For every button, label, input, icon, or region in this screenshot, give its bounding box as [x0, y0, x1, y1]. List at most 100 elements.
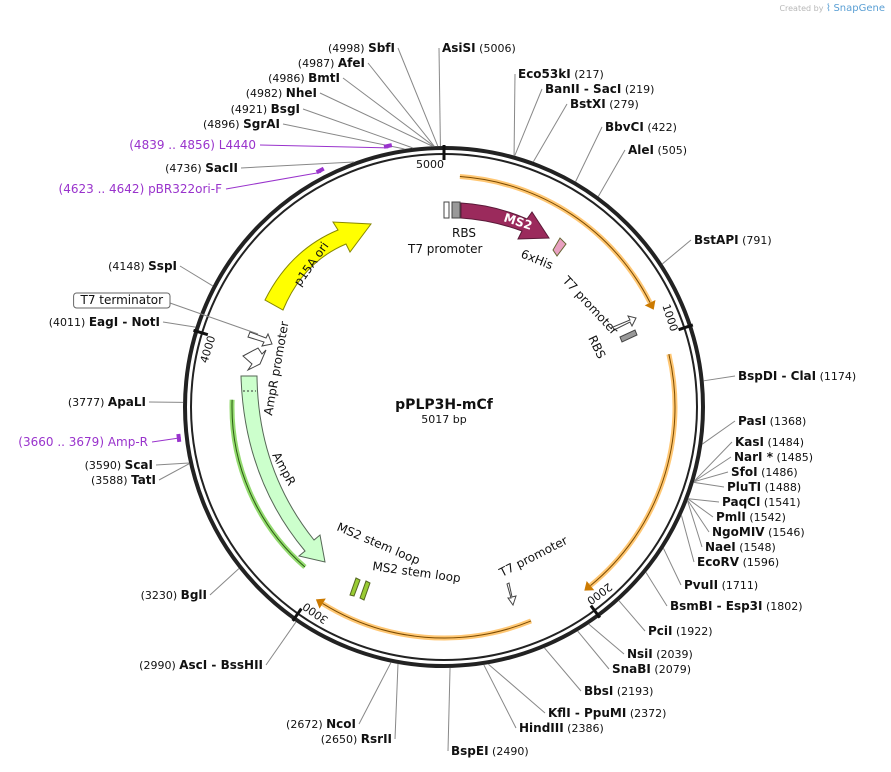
site-label[interactable]: Eco53kI (217)	[518, 67, 604, 81]
site-paqci[interactable]: PaqCI (1541)	[688, 495, 801, 509]
site-label[interactable]: (4998) SbfI	[328, 41, 395, 55]
site-sbfi[interactable]: (4998) SbfI	[328, 41, 439, 147]
site-label[interactable]: BspEI (2490)	[451, 744, 529, 758]
primer-label[interactable]: (4623 .. 4642) pBR322ori-F	[59, 182, 223, 196]
restriction-sites[interactable]: (4998) SbfI(4987) AfeI(4986) BmtI(4982) …	[49, 41, 856, 758]
site-banii-saci[interactable]: BanII - SacI (219)	[514, 82, 655, 156]
ms2-stem-loop-2-marker[interactable]	[359, 580, 371, 601]
site-label[interactable]: SfoI (1486)	[731, 465, 798, 479]
site-label[interactable]: NaeI (1548)	[705, 540, 776, 554]
site-label[interactable]: BspDI - ClaI (1174)	[738, 369, 856, 383]
site-eagi-noti[interactable]: (4011) EagI - NotI	[49, 315, 196, 329]
site-label[interactable]: (4148) SspI	[108, 259, 177, 273]
site-bsgi[interactable]: (4921) BsgI	[231, 102, 413, 149]
site-label[interactable]: (2990) AscI - BssHII	[139, 658, 263, 672]
site-label[interactable]: PciI (1922)	[648, 624, 713, 638]
site-label[interactable]: NgoMIV (1546)	[712, 525, 805, 539]
site-label[interactable]: BstXI (279)	[570, 97, 639, 111]
primer-marker-icon[interactable]	[176, 433, 182, 443]
site-bbvci[interactable]: BbvCI (422)	[575, 120, 677, 182]
site-label[interactable]: BsmBI - Esp3I (1802)	[670, 599, 803, 613]
site-pcii[interactable]: PciI (1922)	[618, 600, 713, 638]
primer-marker-icon[interactable]	[383, 143, 393, 149]
site-bstxi[interactable]: BstXI (279)	[532, 97, 639, 163]
site-label[interactable]: (3590) ScaI	[85, 458, 153, 472]
t7-promoter-1-marker[interactable]	[451, 201, 461, 219]
site-label[interactable]: BbvCI (422)	[605, 120, 677, 134]
t7-promoter-3-marker[interactable]	[506, 582, 517, 607]
site-label[interactable]: AleI (505)	[628, 143, 687, 157]
site-sacii[interactable]: (4736) SacII	[165, 161, 355, 175]
ampr-promoter-arrow[interactable]	[242, 347, 267, 372]
site-eco53ki[interactable]: Eco53kI (217)	[513, 67, 604, 156]
site-pmli[interactable]: PmlI (1542)	[687, 498, 786, 524]
site-label[interactable]: (4896) SgrAI	[203, 117, 280, 131]
site-label[interactable]: NsiI (2039)	[627, 647, 693, 661]
t7-terminator-marker[interactable]	[247, 331, 273, 347]
site-sfoi[interactable]: SfoI (1486)	[693, 465, 798, 483]
site-label[interactable]: (3588) TatI	[91, 473, 156, 487]
site-asci-bsshii[interactable]: (2990) AscI - BssHII	[139, 621, 297, 672]
site-label[interactable]: KasI (1484)	[735, 435, 804, 449]
site-asisi[interactable]: AsiSI (5006)	[438, 41, 516, 147]
feature-callouts[interactable]: T7 terminator	[73, 292, 259, 335]
site-label[interactable]: (3777) ApaLI	[68, 395, 146, 409]
feature-arrows[interactable]: MS2 p15A ori	[240, 201, 638, 607]
ampr-feature-arrow[interactable]	[240, 375, 326, 563]
p15a-ori-arrow[interactable]	[264, 221, 372, 311]
site-label[interactable]: (4986) BmtI	[268, 71, 340, 85]
site-bspdi-clai[interactable]: BspDI - ClaI (1174)	[703, 369, 857, 383]
site-label[interactable]: (4921) BsgI	[231, 102, 300, 116]
site-ncoi[interactable]: (2672) NcoI	[286, 662, 392, 731]
primer-pbr322ori-f[interactable]: (4623 .. 4642) pBR322ori-F	[59, 166, 325, 196]
site-tati[interactable]: (3588) TatI	[91, 463, 190, 487]
site-kasi[interactable]: KasI (1484)	[693, 435, 804, 482]
site-hindiii[interactable]: HindIII (2386)	[483, 664, 604, 735]
site-label[interactable]: HindIII (2386)	[519, 721, 604, 735]
site-sspi[interactable]: (4148) SspI	[108, 259, 214, 287]
site-label[interactable]: BbsI (2193)	[584, 684, 653, 698]
site-label[interactable]: PmlI (1542)	[716, 510, 786, 524]
site-pvuii[interactable]: PvuII (1711)	[662, 548, 758, 592]
site-bstapi[interactable]: BstAPI (791)	[661, 233, 772, 265]
site-nsii[interactable]: NsiI (2039)	[588, 623, 693, 661]
t7-promoter-2-marker[interactable]	[612, 315, 637, 331]
callout-box[interactable]	[73, 292, 171, 309]
primer-label[interactable]: (4839 .. 4856) L4440	[129, 138, 256, 152]
site-bbsi[interactable]: BbsI (2193)	[544, 647, 653, 698]
primer-label[interactable]: (3660 .. 3679) Amp-R	[18, 435, 148, 449]
site-bsmbi-esp3i[interactable]: BsmBI - Esp3I (1802)	[645, 572, 803, 613]
primer-l4440[interactable]: (4839 .. 4856) L4440	[129, 138, 393, 152]
site-label[interactable]: SnaBI (2079)	[612, 662, 691, 676]
site-label[interactable]: PluTI (1488)	[727, 480, 801, 494]
site-label[interactable]: (2650) RsrII	[321, 732, 392, 746]
site-label[interactable]: PvuII (1711)	[684, 578, 758, 592]
primer-marker-icon[interactable]	[315, 166, 325, 175]
his6-marker[interactable]	[552, 237, 567, 257]
site-bmti[interactable]: (4986) BmtI	[268, 71, 435, 147]
site-naei[interactable]: NaeI (1548)	[687, 500, 776, 554]
site-label[interactable]: EcoRV (1596)	[697, 555, 779, 569]
site-snabi[interactable]: SnaBI (2079)	[577, 630, 691, 676]
site-apali[interactable]: (3777) ApaLI	[68, 395, 184, 409]
site-alei[interactable]: AleI (505)	[597, 143, 687, 197]
site-scai[interactable]: (3590) ScaI	[85, 458, 190, 472]
site-label[interactable]: BanII - SacI (219)	[545, 82, 654, 96]
site-label[interactable]: PasI (1368)	[738, 414, 806, 428]
site-nhei[interactable]: (4982) NheI	[246, 86, 433, 147]
site-label[interactable]: (4011) EagI - NotI	[49, 315, 160, 329]
site-label[interactable]: (4982) NheI	[246, 86, 317, 100]
site-bgli[interactable]: (3230) BglI	[141, 568, 240, 602]
callout-t7-terminator[interactable]: T7 terminator	[73, 292, 259, 335]
site-pluti[interactable]: PluTI (1488)	[693, 480, 801, 494]
site-label[interactable]: (4736) SacII	[165, 161, 238, 175]
primer-amp-r[interactable]: (3660 .. 3679) Amp-R	[18, 433, 182, 449]
primer-sites[interactable]: (4839 .. 4856) L4440 (4623 .. 4642) pBR32…	[18, 138, 393, 449]
site-label[interactable]: BstAPI (791)	[694, 233, 772, 247]
site-afei[interactable]: (4987) AfeI	[298, 56, 435, 147]
rbs-1-marker[interactable]	[443, 201, 450, 219]
site-label[interactable]: (4987) AfeI	[298, 56, 365, 70]
site-ecorv[interactable]: EcoRV (1596)	[680, 515, 779, 569]
ms2-stem-loop-1-marker[interactable]	[349, 577, 361, 597]
site-kfli-ppumi[interactable]: KflI - PpuMI (2372)	[488, 663, 666, 720]
